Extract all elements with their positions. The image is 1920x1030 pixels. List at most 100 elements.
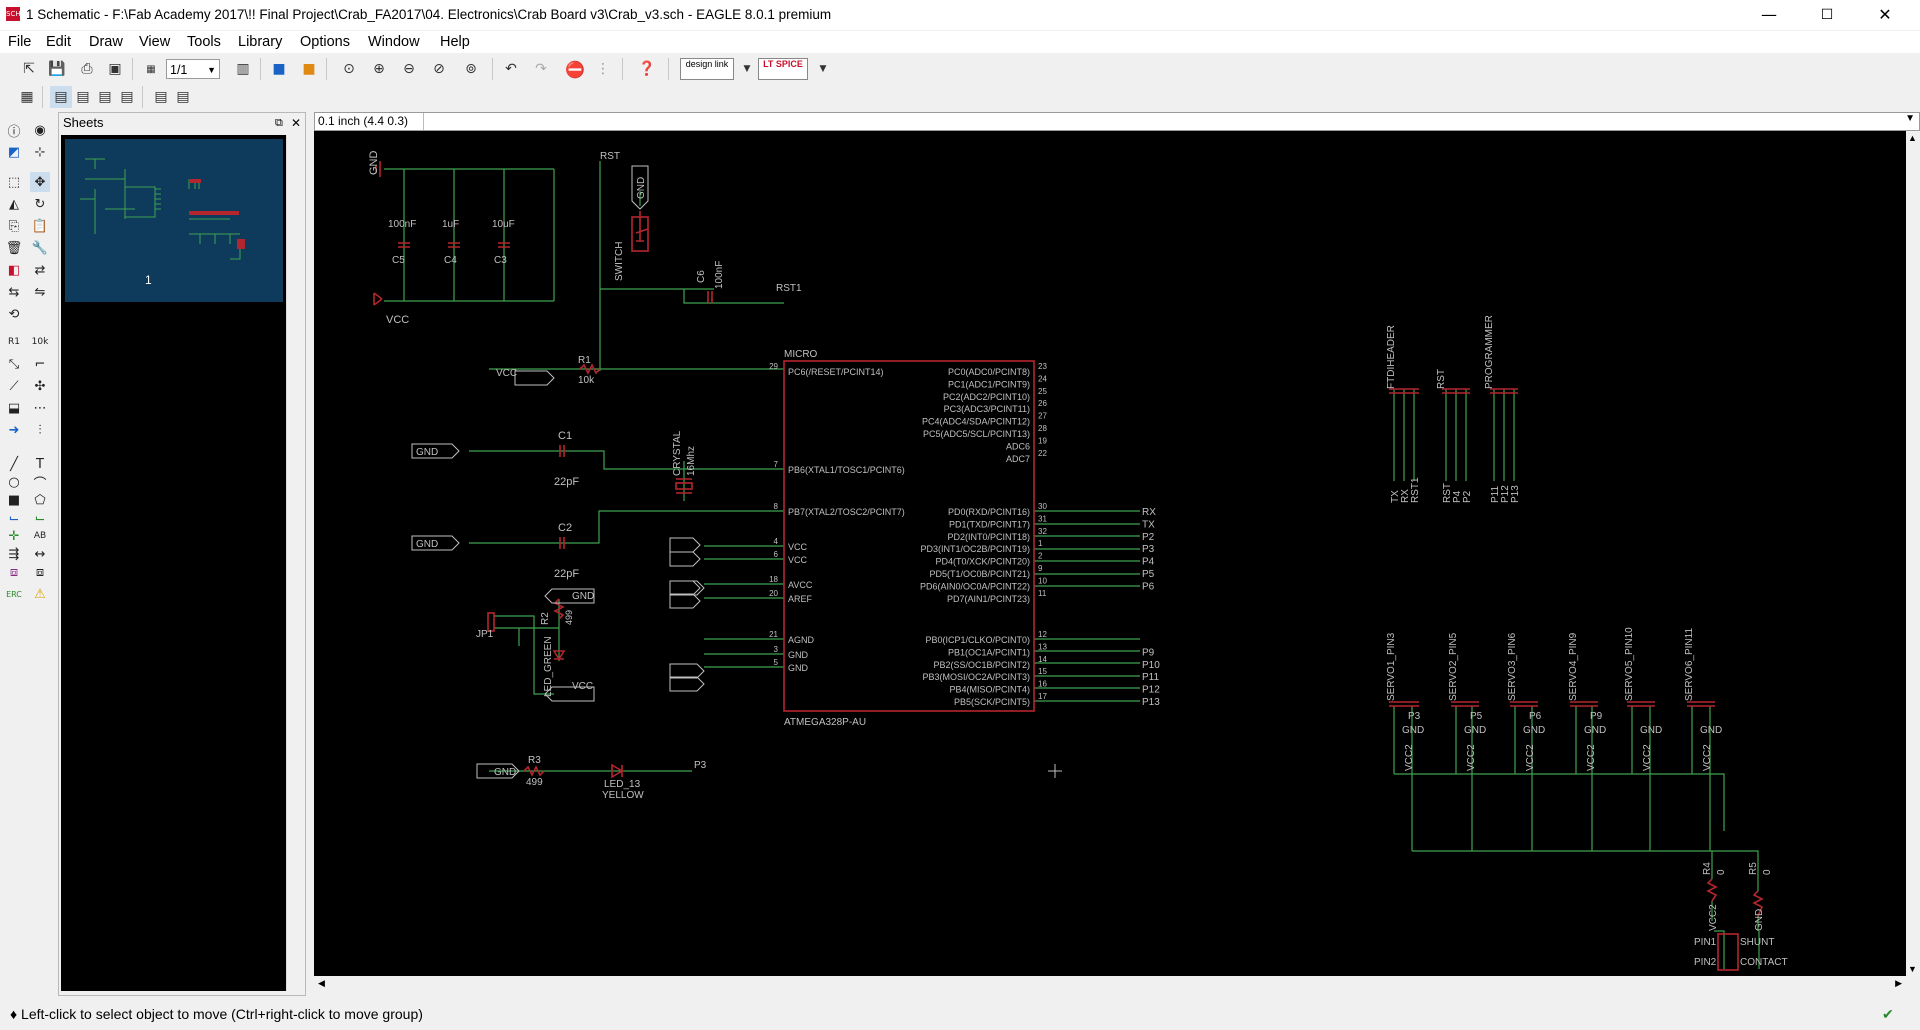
- menu-draw[interactable]: Draw: [89, 34, 123, 50]
- designlink-dropdown-icon[interactable]: ▼: [743, 64, 751, 74]
- net-icon[interactable]: ⌙: [34, 510, 46, 526]
- dimension-icon[interactable]: ↔: [34, 546, 46, 562]
- circle-icon[interactable]: ○: [8, 474, 20, 490]
- display-icon[interactable]: ◩: [7, 144, 21, 160]
- grid-icon[interactable]: ▦: [20, 89, 34, 105]
- close-button[interactable]: ✕: [1878, 5, 1892, 24]
- layout5-icon[interactable]: ▤: [154, 89, 168, 105]
- erc-icon[interactable]: ERC: [6, 589, 22, 599]
- designlink-button[interactable]: design link: [680, 58, 734, 80]
- zoom-fit-icon[interactable]: ⊙: [343, 61, 355, 77]
- script-icon[interactable]: ■: [272, 61, 286, 77]
- rotate-icon[interactable]: ↻: [34, 196, 46, 212]
- invoke-icon[interactable]: ⟲: [8, 306, 20, 322]
- zoom-select-icon[interactable]: ⊚: [465, 61, 477, 77]
- sheet-thumbnail[interactable]: [65, 139, 283, 302]
- scroll-down-icon[interactable]: ▼: [1908, 964, 1917, 974]
- menu-view[interactable]: View: [139, 34, 171, 50]
- zoom-redraw-icon[interactable]: ⊘: [433, 61, 445, 77]
- wrench-icon[interactable]: 🔧: [31, 240, 49, 256]
- command-dropdown-icon[interactable]: ▼: [1905, 113, 1915, 124]
- smash-icon[interactable]: ⤡: [8, 356, 20, 372]
- info-icon[interactable]: ⓘ: [7, 124, 21, 140]
- pinswap-icon[interactable]: ⇆: [8, 284, 20, 300]
- rect-icon[interactable]: ■: [7, 492, 21, 508]
- save-icon[interactable]: 💾: [48, 61, 66, 77]
- name-icon[interactable]: R1: [8, 337, 20, 347]
- print-icon[interactable]: ⎙: [81, 61, 93, 77]
- maximize-button[interactable]: ☐: [1820, 7, 1834, 23]
- mirror-icon[interactable]: ◭: [9, 196, 19, 212]
- ulp-icon[interactable]: ▥: [236, 61, 250, 77]
- panel-close-icon[interactable]: ✕: [291, 116, 302, 130]
- attribute-icon[interactable]: ⇶: [8, 546, 20, 562]
- canvas-horizontal-scrollbar[interactable]: ◀ ▶: [314, 976, 1906, 994]
- scroll-left-icon[interactable]: ◀: [318, 978, 325, 988]
- redo-icon[interactable]: ↷: [535, 61, 547, 77]
- schematic-canvas[interactable]: GND VCC 100nF C5 1uF C4 10uF C3 RST GND …: [314, 131, 1906, 976]
- undo-icon[interactable]: ↶: [505, 61, 517, 77]
- bus-icon[interactable]: ➜: [8, 422, 20, 438]
- change-icon[interactable]: ⬓: [7, 400, 21, 416]
- ltspice-dropdown-icon[interactable]: ▼: [819, 64, 827, 74]
- paste-group-icon[interactable]: ⋯: [33, 400, 47, 416]
- menu-tools[interactable]: Tools: [187, 34, 221, 50]
- zoom-out-icon[interactable]: ⊖: [403, 61, 415, 77]
- cam-icon[interactable]: ▣: [108, 61, 122, 77]
- move-icon[interactable]: ✥: [30, 172, 50, 192]
- float-icon[interactable]: ⧉: [275, 117, 283, 129]
- layout6-icon[interactable]: ▤: [176, 89, 190, 105]
- miter-icon[interactable]: ⌐: [34, 356, 46, 372]
- copy-icon[interactable]: ⎘: [8, 218, 20, 234]
- go-icon[interactable]: ⋮: [596, 61, 610, 77]
- label-icon[interactable]: AB: [33, 531, 47, 541]
- layout3-icon[interactable]: ▤: [98, 89, 112, 105]
- delete-icon[interactable]: 🗑: [5, 240, 23, 256]
- board-switch-icon[interactable]: ▦: [146, 63, 156, 75]
- menu-options[interactable]: Options: [300, 34, 350, 50]
- add-icon[interactable]: ◧: [7, 262, 21, 278]
- open-icon[interactable]: ⇱: [23, 61, 35, 77]
- menu-help[interactable]: Help: [440, 34, 470, 50]
- replace-icon[interactable]: ⇄: [34, 262, 46, 278]
- stop-icon[interactable]: ⛔: [565, 59, 585, 79]
- help-icon[interactable]: ❓: [638, 61, 656, 77]
- split-icon[interactable]: ⟋: [9, 378, 19, 394]
- canvas-vertical-scrollbar[interactable]: ▲ ▼: [1906, 131, 1920, 976]
- zoom-in-icon[interactable]: ⊕: [373, 61, 385, 77]
- chip-pin-number: 21: [769, 630, 778, 639]
- arc-icon[interactable]: ⌒: [33, 476, 47, 492]
- warning-icon[interactable]: ⚠: [34, 586, 46, 602]
- select-icon[interactable]: ⬚: [7, 174, 21, 190]
- menu-window[interactable]: Window: [368, 34, 420, 50]
- gateswap-icon[interactable]: ⇋: [34, 284, 46, 300]
- mark-icon[interactable]: ⊹: [34, 144, 46, 160]
- layout2-icon[interactable]: ▤: [76, 89, 90, 105]
- wire-net-icon[interactable]: ⌙: [8, 510, 20, 526]
- minimize-button[interactable]: —: [1761, 5, 1777, 24]
- optimize-icon[interactable]: ✣: [34, 378, 46, 394]
- chip-pin-name: PB3(MOSI/OC2A/PCINT3): [922, 672, 1030, 682]
- ltspice-button[interactable]: LT SPICE: [758, 58, 808, 80]
- menu-library[interactable]: Library: [238, 34, 283, 50]
- layout4-icon[interactable]: ▤: [120, 89, 134, 105]
- line-icon[interactable]: ╱: [10, 456, 18, 472]
- run-ulp-icon[interactable]: ■: [302, 61, 316, 77]
- frame-icon[interactable]: ⧈: [9, 564, 19, 580]
- value-icon[interactable]: 10k: [31, 337, 49, 347]
- menu-edit[interactable]: Edit: [46, 34, 71, 50]
- net-class-icon[interactable]: ⫶: [38, 422, 42, 438]
- command-input[interactable]: [423, 113, 1904, 130]
- scroll-right-icon[interactable]: ▶: [1895, 978, 1902, 988]
- sheets-scrollbar[interactable]: [286, 135, 303, 991]
- sheet-select[interactable]: 1/1▼: [166, 59, 220, 79]
- layout1-icon[interactable]: ▤: [50, 86, 72, 108]
- module-icon[interactable]: ⧈: [35, 564, 45, 580]
- scroll-up-icon[interactable]: ▲: [1908, 133, 1917, 143]
- paste-icon[interactable]: 📋: [31, 218, 49, 234]
- text-icon[interactable]: T: [36, 456, 44, 472]
- junction-icon[interactable]: ✛: [8, 528, 20, 544]
- polygon-icon[interactable]: ⬠: [34, 492, 46, 508]
- menu-file[interactable]: File: [8, 34, 32, 50]
- show-icon[interactable]: ◉: [34, 122, 46, 138]
